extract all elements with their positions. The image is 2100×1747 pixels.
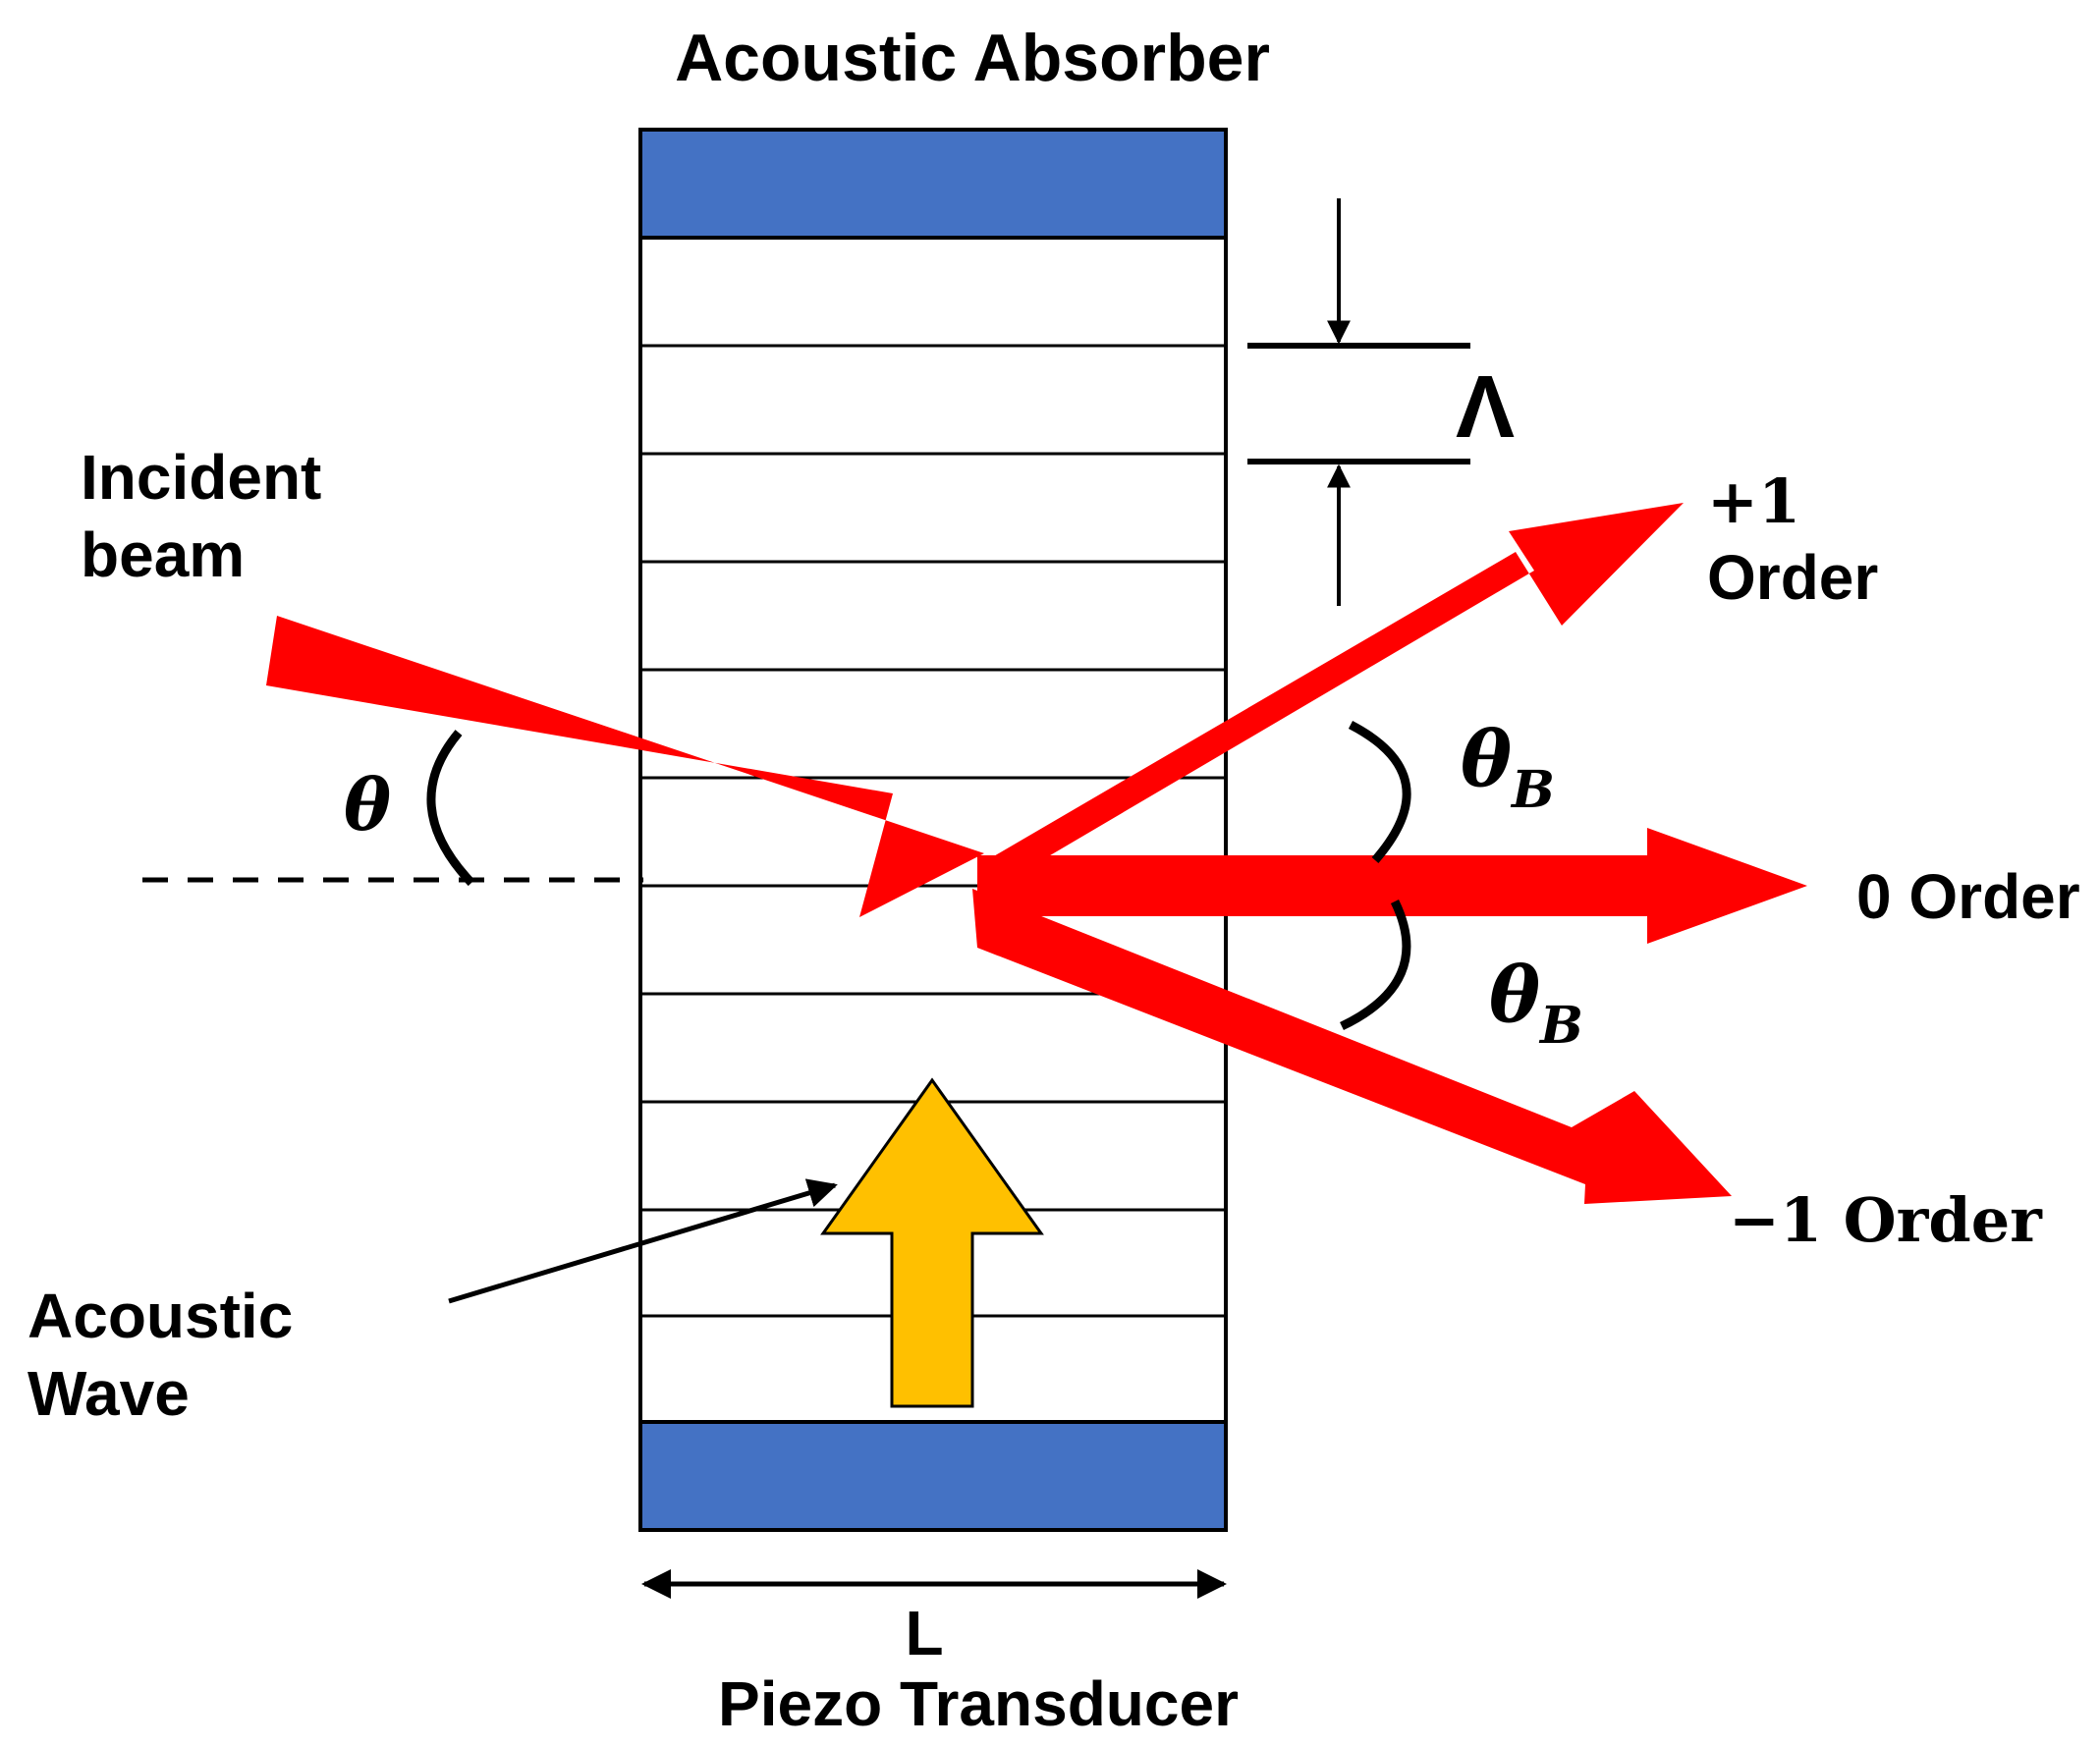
- theta-b-lower-arc: [1340, 900, 1411, 1031]
- lambda-dimension: [1247, 198, 1470, 606]
- theta-b-lower-subscript: B: [1538, 996, 1583, 1056]
- theta-b-upper-arc: [1348, 721, 1411, 863]
- acoustic-wave-label-line1: Acoustic: [28, 1281, 293, 1351]
- theta-b-upper-subscript: B: [1510, 760, 1555, 820]
- plus1-order-label-line1: +1: [1707, 465, 1800, 537]
- theta-b-lower-symbol: θ: [1489, 951, 1540, 1040]
- acoustic-absorber-block: [638, 128, 1228, 240]
- length-label: L: [905, 1598, 943, 1668]
- lambda-label: Λ: [1456, 358, 1515, 457]
- plus1-order-beam-arrow: [990, 503, 1684, 891]
- incident-beam-label-line2: beam: [81, 519, 245, 590]
- plus1-order-label-line2: Order: [1707, 542, 1878, 613]
- incident-beam-label-line1: Incident: [81, 442, 321, 513]
- theta-b-upper-symbol: θ: [1461, 715, 1512, 804]
- minus1-order-beam-arrow: [972, 889, 1732, 1204]
- acoustic-wave-pointer: [448, 1178, 838, 1304]
- zero-order-beam-arrow: [977, 828, 1807, 944]
- acoustic-absorber-label: Acoustic Absorber: [675, 21, 1270, 95]
- piezo-transducer-label: Piezo Transducer: [718, 1668, 1239, 1739]
- theta-angle-arc: [426, 730, 475, 887]
- theta-b-lower-label: θB: [1489, 951, 1583, 1056]
- theta-b-upper-label: θB: [1461, 715, 1555, 820]
- acoustic-wave-label-line2: Wave: [28, 1358, 190, 1429]
- incident-beam-arrow: [266, 616, 984, 917]
- minus1-order-label: −1 Order: [1729, 1184, 2043, 1256]
- acoustic-wave-arrow: [820, 1077, 1044, 1408]
- theta-label: θ: [344, 763, 391, 846]
- zero-order-label: 0 Order: [1856, 861, 2080, 932]
- piezo-transducer-block: [638, 1420, 1228, 1532]
